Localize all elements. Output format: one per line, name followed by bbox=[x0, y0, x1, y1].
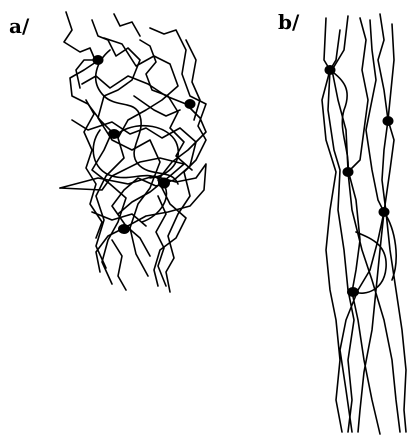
chain-strand bbox=[64, 12, 126, 284]
crosslink-node bbox=[93, 55, 104, 65]
crosslink-node bbox=[185, 99, 196, 109]
crosslink-node bbox=[379, 207, 390, 217]
crosslink-node bbox=[383, 116, 394, 126]
chain-strand bbox=[330, 70, 348, 172]
chain-strand bbox=[358, 24, 394, 432]
crosslink-node bbox=[118, 224, 130, 234]
panel-a-entangled-network bbox=[60, 12, 206, 292]
crosslink-node bbox=[325, 65, 336, 75]
chain-strand bbox=[114, 14, 140, 36]
chain-strand bbox=[96, 38, 178, 268]
chain-strand bbox=[112, 240, 126, 290]
crosslink-node bbox=[108, 129, 120, 139]
panel-b-aligned-network bbox=[322, 14, 406, 434]
crosslink-node bbox=[347, 287, 359, 297]
chain-strand bbox=[322, 30, 342, 432]
crosslink-node bbox=[343, 167, 354, 177]
chain-strand bbox=[340, 20, 384, 432]
chain-strand bbox=[76, 60, 98, 88]
crosslink-node bbox=[158, 178, 170, 189]
